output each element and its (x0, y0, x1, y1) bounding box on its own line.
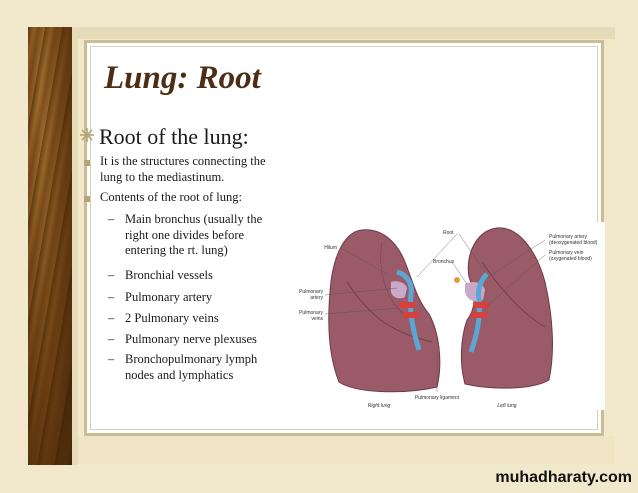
section-heading: Root of the lung: (99, 124, 249, 149)
list-item-line: Main bronchus (usually the (125, 212, 263, 226)
right-bronchus (391, 281, 407, 299)
left-pulmonary-vein-lower (471, 312, 487, 318)
paragraph-contents: Contents of the root of lung: (100, 190, 242, 206)
right-pulmonary-vein-lower (403, 312, 419, 318)
dash-bullet: – (108, 268, 115, 282)
list-item-line: Pulmonary nerve plexuses (125, 332, 257, 346)
label-pulmonary-veins: Pulmonary (299, 310, 323, 316)
star-bullet-icon (80, 128, 94, 142)
square-bullet-icon (84, 196, 90, 202)
label-pulmonary-artery-right: Pulmonary artery (549, 234, 588, 240)
label-pulmonary-artery: Pulmonary (299, 289, 323, 295)
wood-edge (72, 27, 78, 465)
slide-top-band (78, 27, 615, 39)
dash-bullet: – (108, 290, 115, 304)
slide-bottom-band (78, 436, 615, 464)
paragraph-definition: It is the structures connecting the lung… (100, 154, 266, 185)
left-pulmonary-vein-upper (473, 302, 489, 308)
label-bronchus: Bronchus (433, 259, 455, 265)
label-pulmonary-ligament: Pulmonary ligament (415, 395, 460, 401)
list-item-line: Pulmonary artery (125, 290, 213, 304)
slide-title: Lung: Root (104, 60, 261, 96)
label-root: Root (443, 230, 454, 236)
label-pulmonary-veins: veins (311, 316, 323, 322)
left-pulmonary-artery (468, 272, 489, 353)
label-pulmonary-vein-right: (oxygenated blood) (549, 256, 592, 262)
list-item-line: right one divides before (125, 227, 245, 242)
label-pulmonary-artery: artery (310, 295, 323, 301)
dash-bullet: – (108, 311, 115, 325)
label-hilum: Hilum (324, 245, 337, 251)
dash-bullet: – (108, 212, 115, 226)
paragraph-line: Contents of the root of lung: (100, 190, 242, 204)
paragraph-line: lung to the mediastinum. (100, 169, 225, 184)
label-pulmonary-vein-right: Pulmonary vein (549, 250, 584, 256)
square-bullet-icon (84, 160, 90, 166)
dash-bullet: – (108, 332, 115, 346)
right-pulmonary-artery (396, 269, 422, 351)
watermark-text: muhadharaty.com (495, 469, 632, 486)
list-item-line: 2 Pulmonary veins (125, 311, 219, 325)
lung-root-diagram: Hilum Root Bronchus Pulmonary artery Pul… (287, 222, 605, 410)
label-left-lung: Left lung (497, 403, 516, 409)
list-item-line: entering the rt. lung) (125, 243, 228, 257)
list-item-line: Bronchopulmonary lymph (125, 352, 258, 366)
wood-texture-strip (28, 27, 72, 465)
list-item-line: nodes and lymphatics (125, 367, 234, 382)
dash-bullet: – (108, 352, 115, 366)
paragraph-line: It is the structures connecting the (100, 154, 266, 168)
label-right-lung: Right lung (368, 403, 391, 409)
left-lung-shape (460, 227, 553, 389)
list-item-line: Bronchial vessels (125, 268, 213, 282)
right-pulmonary-vein-upper (399, 302, 415, 308)
label-pulmonary-artery-right: (deoxygenated blood) (549, 240, 598, 246)
right-lung-shape (328, 229, 441, 393)
